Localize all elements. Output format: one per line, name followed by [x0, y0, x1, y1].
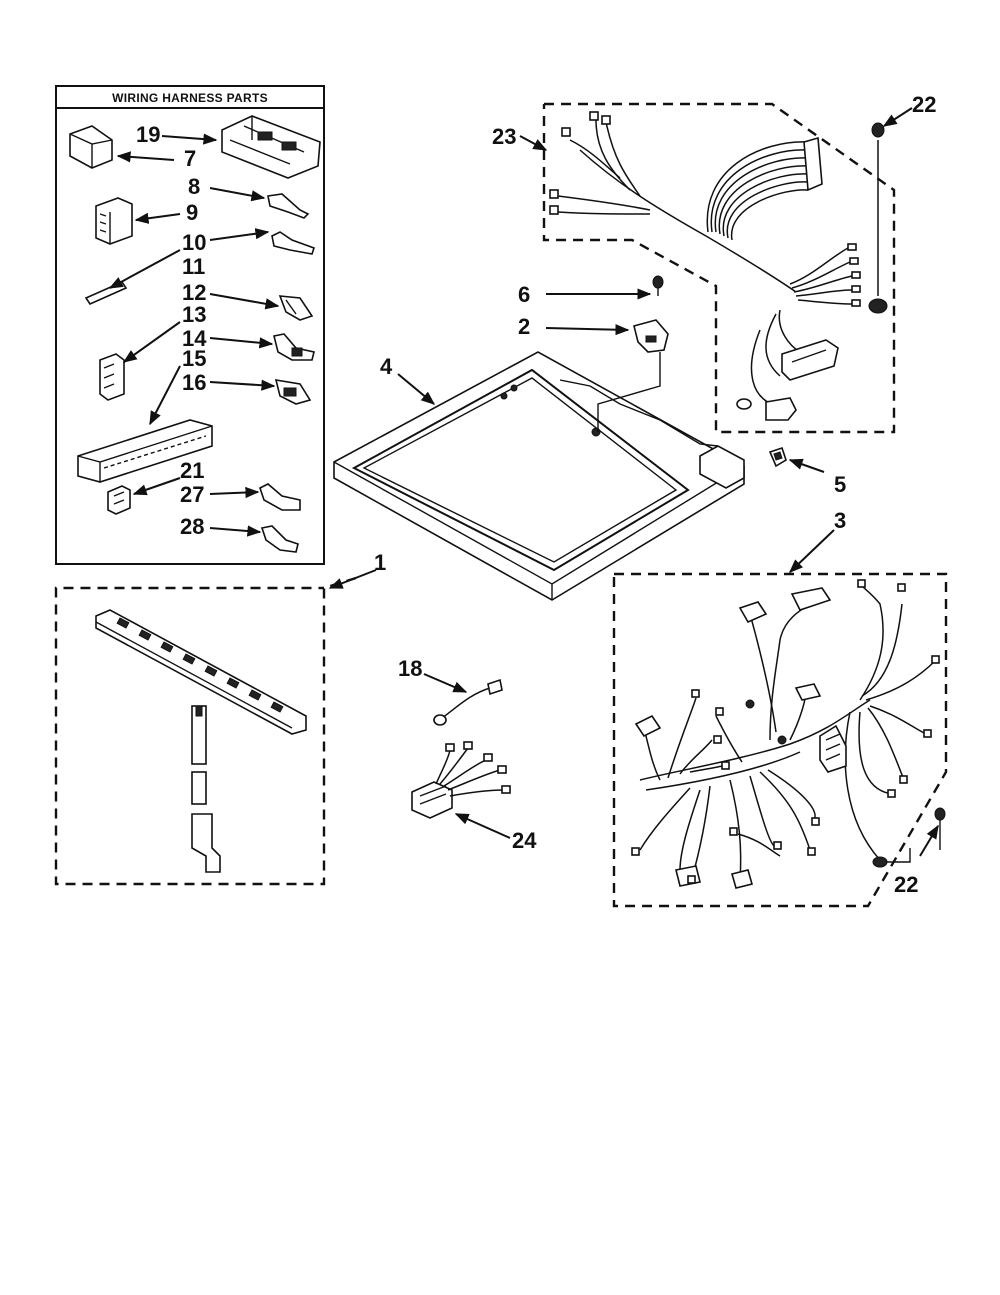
kit-part-8-terminal [267, 193, 310, 219]
kit-part-14-terminal [273, 333, 315, 361]
kit-title: WIRING HARNESS PARTS [112, 91, 268, 105]
part-22-lower: 22 [894, 807, 946, 897]
label-13: 13 [182, 302, 206, 327]
label-16: 16 [182, 370, 206, 395]
label-4: 4 [380, 354, 393, 379]
kit-part-10-sleeve [84, 280, 128, 306]
kit-part-9-connector [95, 197, 133, 245]
label-14: 14 [182, 326, 207, 351]
label-5: 5 [834, 472, 846, 497]
label-9: 9 [186, 200, 198, 225]
label-1: 1 [374, 550, 386, 575]
label-7: 7 [184, 146, 196, 171]
part-24-connector-harness: 24 [411, 741, 537, 853]
part-18-lead: 18 [398, 656, 503, 726]
label-2: 2 [518, 314, 530, 339]
label-23: 23 [492, 124, 516, 149]
part-5-clip: 5 [768, 446, 846, 497]
label-11: 11 [182, 254, 205, 279]
kit-part-7-connector [69, 125, 113, 169]
part-4-frame: 4 [333, 351, 745, 601]
label-18: 18 [398, 656, 422, 681]
label-15: 15 [182, 346, 206, 371]
kit-part-13-connector [99, 353, 125, 401]
kit-leader-lines [108, 133, 280, 537]
label-3: 3 [834, 508, 846, 533]
wiring-harness-kit-box: WIRING HARNESS PARTS [55, 85, 325, 565]
part-23-harness: 23 [492, 102, 896, 434]
kit-part-16-terminal [274, 379, 312, 405]
label-21: 21 [180, 458, 204, 483]
part-22-upper: 22 [882, 92, 936, 127]
part-1-group: 1 [54, 550, 386, 886]
kit-part-28-terminal [260, 525, 299, 553]
kit-part-11-terminal [271, 231, 316, 255]
label-22-lower: 22 [894, 872, 918, 897]
kit-part-15-terminal-block [77, 419, 213, 483]
part-6-2-group: 6 2 [518, 275, 669, 432]
label-22-upper: 22 [912, 92, 936, 117]
label-12: 12 [182, 280, 206, 305]
label-19: 19 [136, 122, 160, 147]
label-8: 8 [188, 174, 200, 199]
label-10: 10 [182, 230, 206, 255]
kit-part-12-terminal [278, 295, 314, 321]
kit-part-19-connector-housing [221, 115, 321, 179]
kit-part-21-connector [107, 485, 131, 515]
label-27: 27 [180, 482, 204, 507]
label-24: 24 [512, 828, 537, 853]
label-28: 28 [180, 514, 204, 539]
part-3-harness: 3 [612, 508, 948, 908]
label-6: 6 [518, 282, 530, 307]
kit-part-27-terminal [259, 483, 301, 511]
